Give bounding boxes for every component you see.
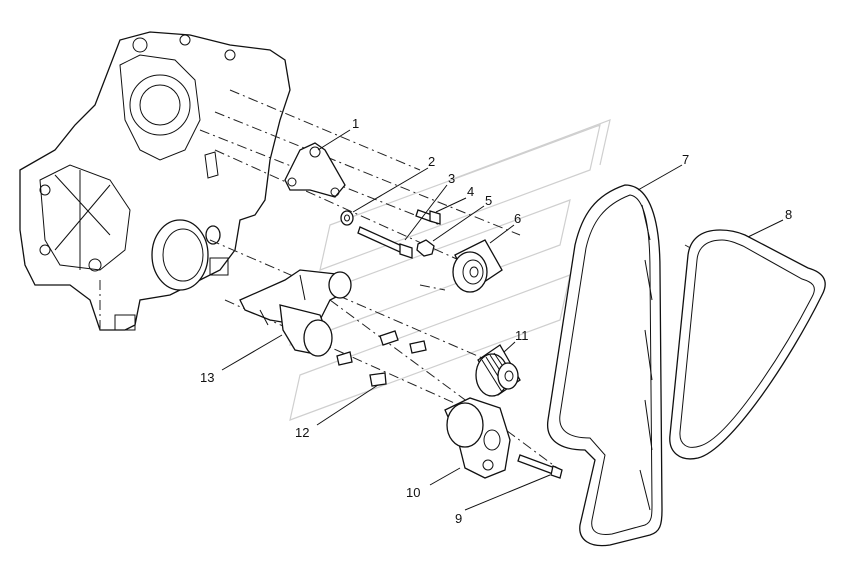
crank-seal: [151, 219, 221, 291]
part-11-grooved-pulley: [475, 344, 521, 397]
callout-12: 12: [295, 425, 309, 440]
part-6-idler-pulley: [452, 239, 503, 293]
part-8-belt: [669, 229, 826, 460]
part-7-serpentine-belt: [547, 184, 663, 547]
front-cover-housing: [19, 31, 291, 331]
callout-numbers: 1 2 3 4 5 6 7 8 11 13 12 10 9: [200, 116, 792, 526]
callout-2: 2: [428, 154, 435, 169]
callout-6: 6: [514, 211, 521, 226]
callout-10: 10: [406, 485, 420, 500]
callout-3: 3: [448, 171, 455, 186]
part-13-bracket-assembly: [239, 269, 352, 357]
callout-11: 11: [515, 328, 529, 343]
callout-1: 1: [352, 116, 359, 131]
callout-7: 7: [682, 152, 689, 167]
part-3-bolt: [357, 226, 413, 259]
callout-13: 13: [200, 370, 214, 385]
part-5-bolt: [416, 239, 435, 257]
callout-4: 4: [467, 184, 474, 199]
callout-9: 9: [455, 511, 462, 526]
part-1-bracket: [284, 142, 346, 198]
part-9-bolt: [517, 454, 563, 479]
mounting-bolts: [336, 330, 427, 387]
part-2-washer: [340, 210, 354, 226]
part-10-tensioner: [444, 397, 511, 479]
callout-5: 5: [485, 193, 492, 208]
leader-lines: [221, 129, 784, 511]
callout-8: 8: [785, 207, 792, 222]
